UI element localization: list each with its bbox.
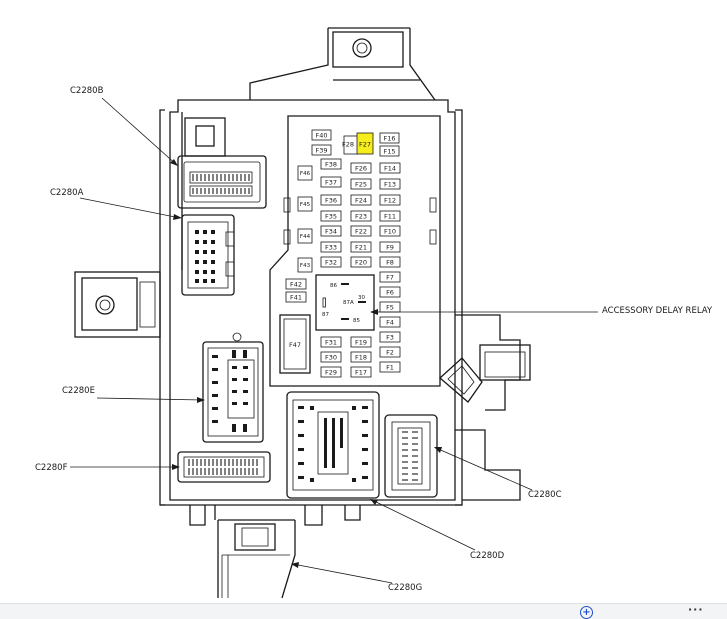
relay-pin-label: 87 [322, 312, 329, 318]
fuse-label: F27 [359, 141, 371, 149]
fuse-box-diagram: F40 F39 F28 F27 F16 F15 F38 F37 F36 F35 … [35, 27, 713, 599]
fuse-label: F2 [386, 349, 394, 357]
fuse-label: F34 [325, 228, 337, 236]
callout-c2280f: C2280F [35, 463, 68, 473]
relay-pin-label: 30 [358, 295, 365, 301]
fuse-label: F25 [355, 181, 367, 189]
fuse-label: F13 [384, 181, 396, 189]
fuse-label: F17 [355, 369, 367, 377]
fuse-f41: F41 [285, 291, 307, 303]
fuse-label: F47 [289, 341, 301, 349]
fuse-label: F30 [325, 354, 337, 362]
fuse-column-lower-left: F31 F30 F29 [320, 336, 342, 378]
fuse-label: F9 [386, 244, 394, 252]
fuse-label: F11 [384, 213, 396, 221]
viewer-bottom-bar: + ··· [0, 603, 727, 619]
relay-pin-label: 85 [353, 318, 360, 324]
callout-c2280b: C2280B [70, 86, 104, 96]
fuse-label: F22 [355, 228, 367, 236]
right-mounting-bracket [439, 314, 531, 501]
fuse-label: F45 [300, 202, 311, 208]
fuse-label: F7 [386, 274, 394, 282]
fuse-f39: F39 [311, 144, 332, 156]
fuse-label: F40 [315, 132, 327, 140]
fuse-label: F3 [386, 334, 394, 342]
fuse-label: F41 [290, 294, 302, 302]
fuse-label: F8 [386, 259, 394, 267]
fuse-f16: F16 [379, 132, 400, 144]
fuse-label: F42 [290, 281, 302, 289]
callout-c2280g: C2280G [388, 583, 422, 593]
fuse-column-left: F38 F37 F36 F35 F34 F33 F32 [320, 158, 342, 268]
fuse-label: F39 [315, 147, 327, 155]
callout-c2280a: C2280A [50, 188, 84, 198]
fuse-label: F16 [383, 135, 395, 143]
fuse-column-lower-mid: F19 F18 F17 [350, 336, 372, 378]
callout-c2280c: C2280C [528, 490, 562, 500]
fuse-label: F5 [386, 304, 394, 312]
fuse-box-housing [159, 99, 463, 506]
top-mounting-bracket [249, 27, 436, 101]
callout-c2280d: C2280D [470, 551, 505, 561]
fuse-column-side: F46 F45 F44 F43 [297, 165, 313, 273]
fuse-label: F18 [355, 354, 367, 362]
fuse-column-middle: F26 F25 F24 F23 F22 F21 F20 [350, 162, 372, 268]
fuse-label: F32 [325, 259, 337, 267]
fuse-label: F46 [300, 171, 311, 177]
fuse-panel-border [269, 115, 441, 387]
fuse-label: F28 [342, 141, 354, 149]
fuse-label: F20 [355, 259, 367, 267]
fuse-label: F23 [355, 213, 367, 221]
relay-pin-label: 87A [343, 300, 354, 306]
relay-pin-label: 86 [330, 283, 337, 289]
fuse-label: F37 [325, 179, 337, 187]
fuse-label: F14 [384, 165, 396, 173]
connector-c2280c [384, 414, 438, 498]
bottom-tabs [189, 505, 361, 526]
fuse-label: F38 [325, 161, 337, 169]
connector-c2280d [286, 391, 380, 499]
fuse-column-right: F14 F13 F12 F11 F10 F9 F8 F7 F6 F5 F4 F3… [379, 162, 401, 373]
fuse-panel-side-tabs [283, 197, 437, 245]
fuse-label: F15 [383, 148, 395, 156]
fuse-f27: F27 [356, 132, 374, 155]
fuse-label: F12 [384, 197, 396, 205]
fuse-label: F26 [355, 165, 367, 173]
left-mounting-bracket [74, 271, 161, 338]
fuse-label: F35 [325, 213, 337, 221]
connector-c2280e [202, 332, 264, 443]
fuse-f40: F40 [311, 129, 332, 141]
zoom-in-icon[interactable]: + [580, 606, 593, 619]
fuse-f15: F15 [379, 145, 400, 157]
callout-accessory-delay-relay: ACCESSORY DELAY RELAY [602, 306, 713, 316]
fuse-label: F43 [300, 263, 311, 269]
fuse-label: F33 [325, 244, 337, 252]
fuse-label: F31 [325, 339, 337, 347]
accessory-delay-relay: 86 87A 30 87 85 [315, 274, 375, 331]
connector-c2280a [181, 214, 235, 296]
fuse-label: F44 [300, 234, 311, 240]
leader-arrows [70, 97, 598, 584]
connector-c2280f [177, 451, 271, 483]
fuse-f47: F47 [279, 314, 311, 374]
fuse-label: F6 [386, 289, 394, 297]
fuse-label: F36 [325, 197, 337, 205]
fuse-f28: F28 [342, 135, 359, 155]
fuse-label: F19 [355, 339, 367, 347]
fuse-label: F21 [355, 244, 367, 252]
fuse-label: F10 [384, 228, 396, 236]
callout-c2280e: C2280E [62, 386, 95, 396]
fuse-label: F29 [325, 369, 337, 377]
fuse-label: F1 [386, 364, 394, 372]
fuse-f42: F42 [285, 278, 307, 290]
connector-c2280g [217, 519, 296, 599]
fuse-label: F4 [386, 319, 394, 327]
fuse-label: F24 [355, 197, 367, 205]
connector-c2280b [177, 155, 267, 209]
more-options-icon[interactable]: ··· [688, 603, 704, 616]
